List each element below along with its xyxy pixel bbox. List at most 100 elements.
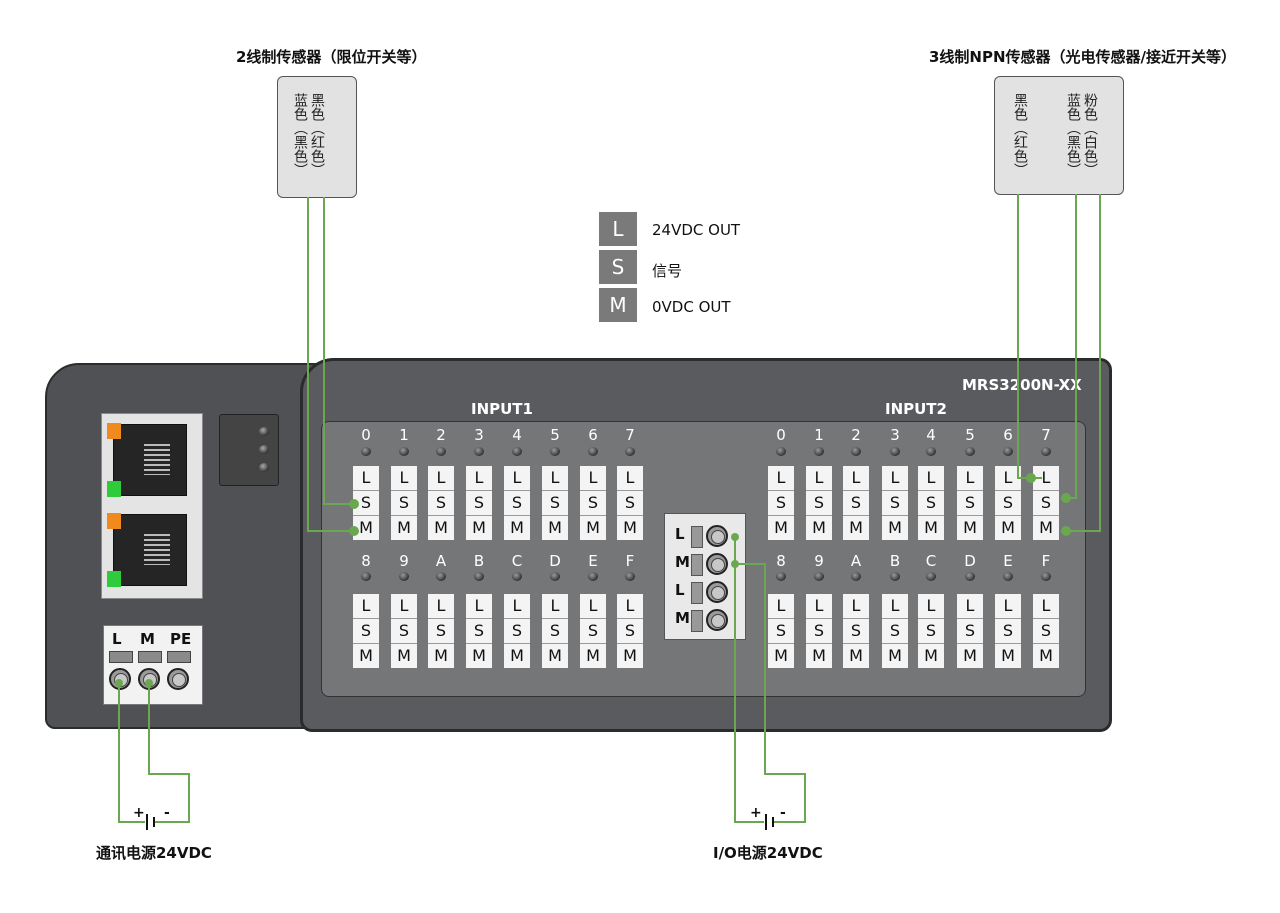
- terminal-pin: M: [510, 518, 524, 537]
- power-screw-m[interactable]: [138, 668, 160, 690]
- terminal-pin: S: [353, 619, 379, 644]
- terminal-pin: M: [812, 646, 826, 665]
- terminal-pin: S: [542, 491, 568, 516]
- input2-channel-led: [814, 572, 824, 581]
- terminal-pin: S: [806, 619, 832, 644]
- legend-text-l: 24VDC OUT: [652, 221, 741, 239]
- input1-channel-led: [550, 447, 560, 456]
- io-screw-m1[interactable]: [706, 553, 728, 575]
- input1-channel-label: F: [625, 552, 635, 570]
- terminal-pin: L: [768, 466, 794, 491]
- terminal-pin: M: [434, 518, 448, 537]
- io-screw-l2[interactable]: [706, 581, 728, 603]
- terminal-pin: S: [918, 491, 944, 516]
- terminal-pin: M: [1001, 646, 1015, 665]
- input2-channel-label: D: [964, 552, 976, 570]
- input1-channel-label: 5: [550, 426, 560, 444]
- terminal-pin: S: [1033, 491, 1059, 516]
- power-screw-pe[interactable]: [167, 668, 189, 690]
- terminal-pin: L: [542, 466, 568, 491]
- input2-channel-label: 8: [776, 552, 786, 570]
- comm-power-connector[interactable]: L M PE: [103, 625, 203, 705]
- input2-channel-label: 1: [814, 426, 824, 444]
- power-screw-l[interactable]: [109, 668, 131, 690]
- terminal-pin: S: [768, 619, 794, 644]
- terminal-pin: S: [466, 619, 492, 644]
- ethernet-port-2[interactable]: [113, 514, 187, 586]
- input2-channel-label: A: [850, 552, 862, 570]
- terminal-pin: L: [995, 466, 1021, 491]
- terminal-pin: M: [924, 646, 938, 665]
- model-label: MRS3200N-XX: [962, 376, 1082, 394]
- two-wire-sensor-box: 黑色（红色） 蓝色（黑色）: [277, 76, 357, 198]
- terminal-pin: L: [580, 594, 606, 619]
- terminal-pin: M: [1001, 518, 1015, 537]
- terminal-pin: S: [1033, 619, 1059, 644]
- terminal-pin: M: [359, 646, 373, 665]
- terminal-pin: S: [580, 619, 606, 644]
- status-led-2: [259, 445, 269, 454]
- ethernet-port-1[interactable]: [113, 424, 187, 496]
- terminal-pin: M: [397, 518, 411, 537]
- input1-channel-label: 4: [512, 426, 522, 444]
- input2-channel-led: [1003, 572, 1013, 581]
- input1-channel-led: [399, 447, 409, 456]
- io-screw-m2[interactable]: [706, 609, 728, 631]
- sensor3-white-label: 粉色（白色）: [1082, 93, 1098, 177]
- ethernet-2-green-led: [107, 571, 121, 587]
- input2-channel-led: [776, 447, 786, 456]
- terminal-pin: L: [882, 466, 908, 491]
- terminal-pin: M: [849, 518, 863, 537]
- terminal-pin: L: [504, 466, 530, 491]
- comm-battery-minus: -: [164, 805, 170, 821]
- terminal-pin: L: [353, 594, 379, 619]
- comm-battery-plus: +: [133, 805, 145, 821]
- io-power-connector[interactable]: L M L M: [664, 513, 746, 640]
- terminal-pin: S: [882, 491, 908, 516]
- terminal-pin: M: [472, 646, 486, 665]
- input1-channel-led: [361, 572, 371, 581]
- sensor2-blue-label: 蓝色（黑色）: [292, 93, 308, 177]
- input1-channel-led: [474, 572, 484, 581]
- input2-channel-led: [890, 572, 900, 581]
- terminal-pin: L: [391, 594, 417, 619]
- terminal-pin: S: [617, 619, 643, 644]
- io-screw-l1[interactable]: [706, 525, 728, 547]
- terminal-pin: S: [995, 619, 1021, 644]
- input1-channel-label: A: [435, 552, 447, 570]
- input1-channel-label: D: [549, 552, 561, 570]
- terminal-pin: M: [359, 518, 373, 537]
